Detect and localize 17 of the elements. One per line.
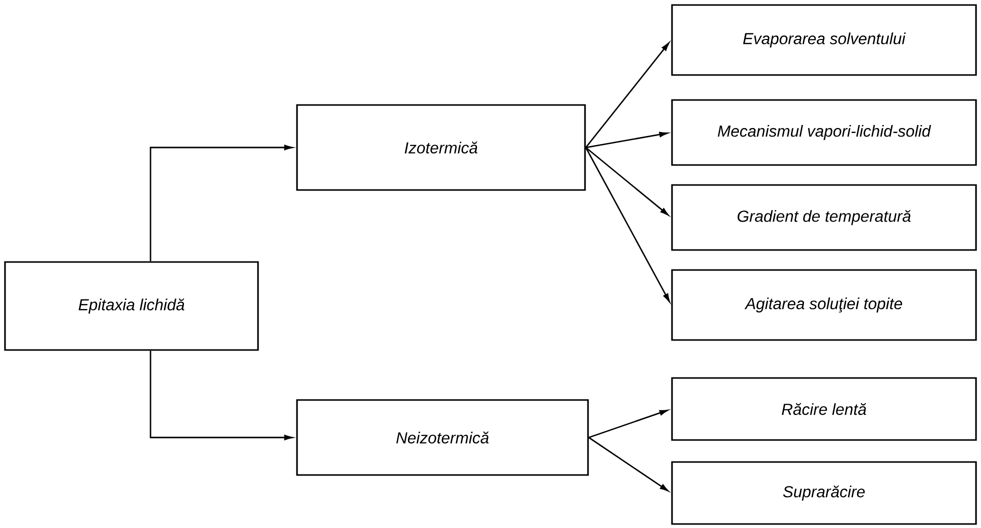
arrow bbox=[150, 350, 293, 440]
arrow bbox=[585, 147, 670, 302]
arrow bbox=[585, 42, 670, 148]
process-box: Evaporarea solventului bbox=[671, 4, 977, 76]
arrow bbox=[585, 146, 669, 216]
process-box: Mecanismul vapori-lichid-solid bbox=[671, 99, 977, 166]
arrow bbox=[588, 436, 668, 492]
process-box: Suprarăcire bbox=[671, 461, 977, 525]
process-box: Izotermică bbox=[296, 104, 586, 191]
process-box: Epitaxia lichidă bbox=[4, 261, 259, 351]
process-box: Agitarea soluţiei topite bbox=[671, 269, 977, 341]
arrow bbox=[586, 132, 668, 148]
process-box: Neizotermică bbox=[296, 399, 589, 476]
process-box: Răcire lentă bbox=[671, 377, 977, 441]
arrow bbox=[150, 144, 293, 262]
process-box: Gradient de temperatură bbox=[671, 184, 977, 251]
arrow bbox=[588, 410, 668, 438]
